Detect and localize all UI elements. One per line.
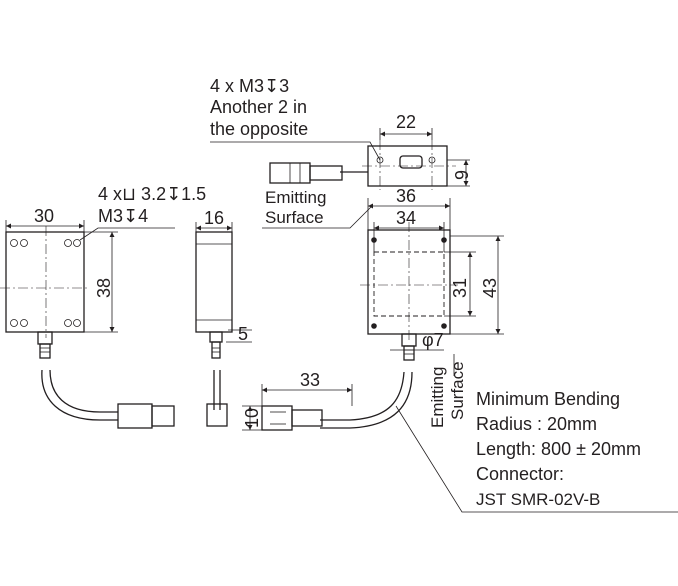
note-line-3: Length: 800 ± 20mm [476,439,641,459]
side-outline [195,231,233,333]
left-holes-leader [79,227,175,241]
dim-16: 16 [204,208,224,228]
dim-43: 43 [480,278,500,298]
emitting-surface-side-1: Emitting [428,367,447,428]
top-holes-callout-line3: the opposite [210,119,308,139]
dim-10: 10 [242,408,262,428]
front-view: 36 34 31 43 φ7 33 10 [242,186,678,513]
dim-30: 30 [34,206,54,226]
emitting-surface-top-2: Surface [265,208,324,227]
dim-34: 34 [396,208,416,228]
left-holes-callout-line2: M3↧4 [98,206,148,226]
notes-leader [395,405,678,513]
bracket-slot [399,155,423,169]
top-connector-sleeve [309,165,343,181]
dim-38: 38 [94,278,114,298]
note-line-2: Radius : 20mm [476,414,597,434]
dim-phi7: φ7 [422,330,444,350]
emitting-surface-side-2: Surface [448,361,467,420]
dim-36: 36 [396,186,416,206]
dim-33: 33 [300,370,320,390]
back-gland [37,331,53,345]
top-holes-leader [210,141,381,161]
back-outline [5,231,85,333]
note-line-5: JST SMR-02V-B [476,490,600,509]
dim-5: 5 [238,324,248,344]
front-connector-plug [261,405,293,431]
back-connector [117,403,153,429]
left-holes-callout-line1: 4 x⊔ 3.2↧1.5 [98,184,206,204]
dim-22: 22 [396,112,416,132]
emitting-surface-top-1: Emitting [265,188,326,207]
dim-31: 31 [450,278,470,298]
front-connector-body [291,409,323,427]
left-back-view: 30 38 [0,206,175,429]
side-view: 16 5 [195,208,252,427]
note-line-1: Minimum Bending [476,389,620,409]
top-holes-callout-line2: Another 2 in [210,97,307,117]
top-bracket-view: 22 9 [210,112,472,229]
dim-9: 9 [452,170,472,180]
emitting-leader-top [262,205,373,229]
top-holes-callout-line1: 4 x M3↧3 [210,76,289,96]
side-connector [206,403,228,427]
note-line-4: Connector: [476,464,564,484]
